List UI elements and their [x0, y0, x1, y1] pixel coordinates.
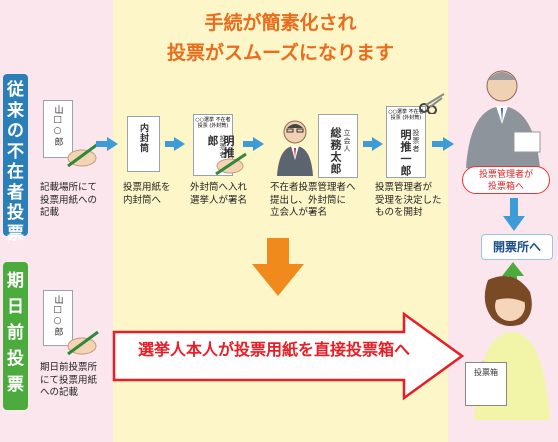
step5-caption: 投票管理者が受理を決定したものを開封 [375, 182, 442, 218]
ballot-paper: 山□○郎 [43, 100, 73, 158]
down-arrow-icon [503, 198, 525, 231]
manager-figure-icon [466, 70, 541, 168]
early-ballot-text: 山□○郎 [52, 295, 63, 337]
witness-envelope: 立会人 総務太郎 [318, 114, 358, 178]
flow-arrow [363, 141, 373, 147]
flow-arrow [165, 141, 175, 147]
ballot-paper-text: 山□○郎 [52, 105, 63, 147]
early-ballot-paper: 山□○郎 [43, 290, 73, 346]
counting-station-label: 開票所へ [481, 234, 553, 260]
step3-caption: 外封筒へ入れ選挙人が署名 [190, 182, 248, 206]
step4-caption: 不在者投票管理者へ提出し、外封筒に立会人が署名 [270, 182, 356, 218]
opened-voter-label: 投票者 [412, 129, 420, 153]
direct-vote-label: 選挙人本人が投票用紙を直接投票箱へ [138, 340, 411, 359]
early-step-caption: 期日前投票所にて投票用紙への記載 [40, 362, 98, 398]
official-figure-icon [277, 120, 313, 176]
opened-voter-name: 明推一郎 [399, 129, 412, 177]
scissors-icon [419, 93, 445, 114]
flow-arrow-head [107, 137, 118, 151]
section-label-early: 期日前投票 [3, 262, 28, 410]
inner-envelope-label: 内封筒 [138, 123, 148, 153]
flow-arrow-head [372, 137, 383, 151]
step1-caption: 記載場所にて投票用紙への記載 [40, 182, 98, 218]
hand-pen-icon [215, 152, 247, 176]
flow-arrow-head [174, 137, 185, 151]
headline-line2: 投票がスムーズになります [166, 42, 395, 64]
flow-arrow-head [443, 137, 454, 151]
ballot-box: 投票箱 [465, 362, 507, 406]
flow-arrow [96, 141, 108, 147]
headline-line1: 手続が簡素化され [204, 12, 357, 34]
inner-envelope: 内封筒 [127, 116, 160, 172]
flow-arrow [432, 141, 444, 147]
ballot-box-label: 投票箱 [474, 368, 498, 377]
section-label-traditional: 従来の不在者投票 [3, 74, 28, 244]
hand-pen-icon [67, 142, 99, 168]
opened-envelope-heading: ○○選挙 不在者投票 (外封筒) [388, 109, 424, 121]
witness-name: 総務太郎 [329, 127, 342, 175]
flow-arrow-head [253, 137, 264, 151]
step2-caption: 投票用紙を内封筒へ [123, 182, 171, 206]
hand-pen-icon [67, 330, 99, 356]
opened-envelope: ○○選挙 不在者投票 (外封筒) 投票者 明推一郎 [386, 106, 426, 178]
manager-to-box-badge: 投票管理者が投票箱へ [462, 166, 550, 194]
flow-arrow [243, 141, 254, 147]
outer-envelope-heading: ○○選挙 不在者投票 (外封筒) [195, 117, 231, 129]
voter-label: 投票者 [219, 135, 227, 159]
big-down-arrow-icon [252, 238, 304, 296]
witness-label: 立会人 [343, 129, 351, 153]
direct-vote-arrow [112, 312, 464, 400]
